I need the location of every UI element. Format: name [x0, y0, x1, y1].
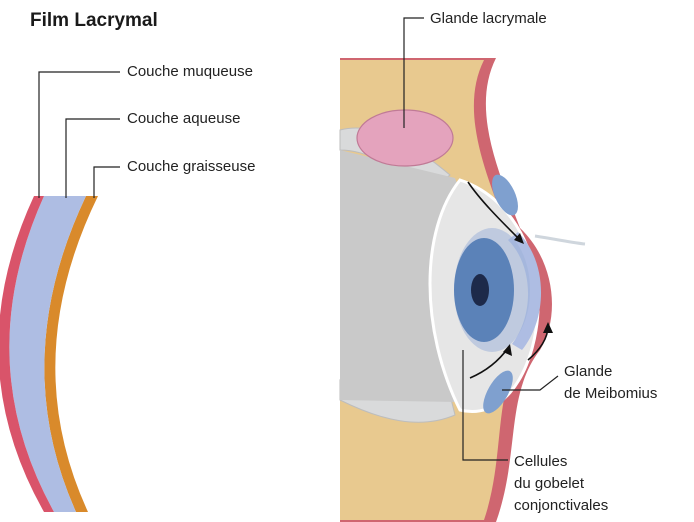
label-goblet-line2: du gobelet [514, 474, 584, 493]
label-lacrimal-gland: Glande lacrymale [430, 9, 547, 28]
label-aqueous-layer: Couche aqueuse [127, 109, 240, 128]
label-meibomian-line2: de Meibomius [564, 384, 657, 403]
label-lipid-layer: Couche graisseuse [127, 157, 255, 176]
eyelashes [535, 236, 585, 244]
left-leader-lines [39, 72, 120, 198]
tear-film-layers [0, 196, 98, 512]
leader-lipid [94, 167, 120, 198]
label-meibomian-line1: Glande [564, 362, 612, 381]
leader-aqueous [66, 119, 120, 198]
leader-mucous [39, 72, 120, 198]
diagram-title: Film Lacrymal [30, 10, 158, 32]
lacrimal-gland [357, 110, 453, 166]
label-mucous-layer: Couche muqueuse [127, 62, 253, 81]
label-goblet-line3: conjonctivales [514, 496, 608, 515]
label-goblet-line1: Cellules [514, 452, 567, 471]
pupil [471, 274, 489, 306]
